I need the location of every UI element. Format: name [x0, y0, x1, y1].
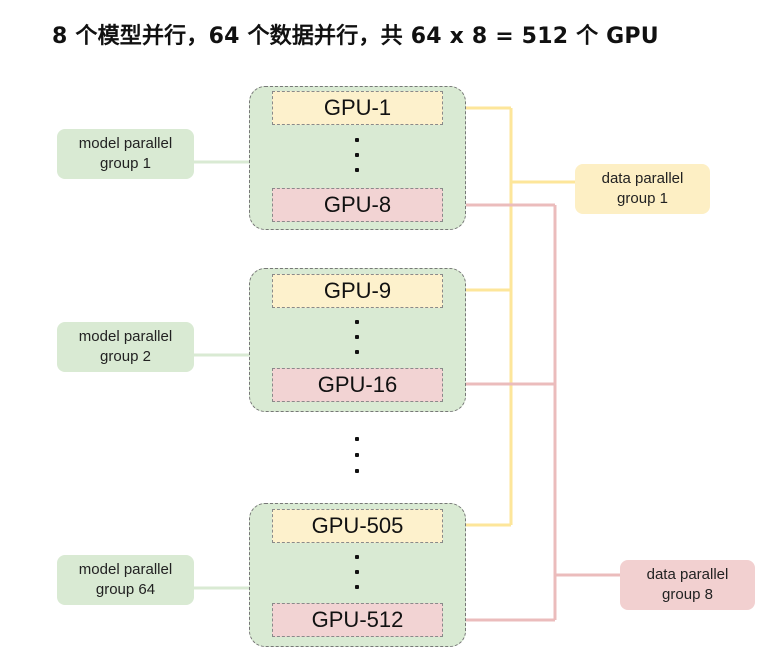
vertical-ellipsis — [352, 138, 362, 172]
data-group-8-lines — [443, 203, 622, 622]
label-line: model parallel — [78, 561, 173, 578]
vertical-ellipsis — [352, 555, 362, 589]
gpu-box-505: GPU-505 — [272, 509, 443, 543]
label-line: group 1 — [100, 155, 151, 172]
group-ellipsis — [352, 437, 362, 473]
model-group-64-label: model parallel group 64 — [57, 555, 194, 605]
label-line: model parallel — [78, 135, 173, 152]
gpu-box-8: GPU-8 — [272, 188, 443, 222]
gpu-box-1: GPU-1 — [272, 91, 443, 125]
gpu-box-512: GPU-512 — [272, 603, 443, 637]
label-line: group 1 — [617, 190, 668, 207]
label-line: group 64 — [95, 581, 156, 598]
data-group-1-label: data parallel group 1 — [575, 164, 710, 214]
label-line: group 2 — [100, 348, 151, 365]
label-line: data parallel — [646, 566, 729, 583]
model-group-1-label: model parallel group 1 — [57, 129, 194, 179]
label-line: group 8 — [662, 586, 713, 603]
gpu-box-16: GPU-16 — [272, 368, 443, 402]
gpu-box-9: GPU-9 — [272, 274, 443, 308]
label-line: model parallel — [78, 328, 173, 345]
page-title: 8 个模型并行，64 个数据并行，共 64 x 8 = 512 个 GPU — [52, 24, 659, 49]
vertical-ellipsis — [352, 320, 362, 354]
data-group-8-label: data parallel group 8 — [620, 560, 755, 610]
model-group-2-label: model parallel group 2 — [57, 322, 194, 372]
label-line: data parallel — [601, 170, 684, 187]
